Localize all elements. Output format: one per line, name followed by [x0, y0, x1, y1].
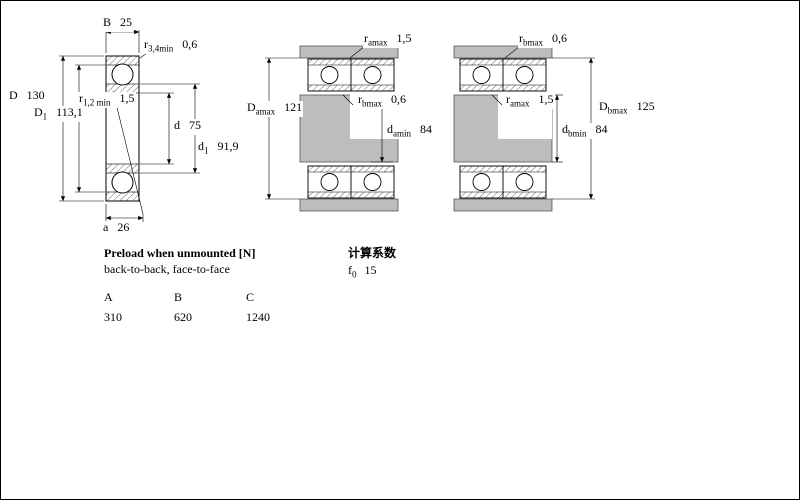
dim-symbol: d — [174, 118, 180, 132]
dim-subscript: amax — [368, 37, 388, 48]
dim-rbmax-top-label: rbmax 0,6 — [518, 31, 568, 48]
dim-subscript: bmax — [362, 98, 382, 109]
preload-title: Preload when unmounted [N] — [104, 246, 256, 260]
dim-ramax-label: ramax 1,5 — [363, 31, 413, 48]
dim-value: 84 — [595, 122, 608, 136]
dim-subscript: 1 — [204, 145, 209, 156]
dim-B-label: B 25 — [102, 15, 134, 32]
dim-d-label: d 75 — [173, 118, 202, 135]
dim-r34-label: r3,4min 0,6 — [143, 37, 199, 54]
dim-symbol: d — [387, 122, 393, 136]
dim-ramax-mid-label: ramax 1,5 — [505, 92, 555, 109]
dim-symbol: D — [34, 105, 43, 119]
calc-f0-label: f0 15 — [348, 263, 377, 280]
dim-D-label: D 130 — [8, 88, 46, 105]
dim-rbmax-mid-label: rbmax 0,6 — [357, 92, 407, 109]
dim-value: 26 — [117, 220, 130, 234]
preload-value-C: 1240 — [246, 310, 270, 324]
dim-symbol: d — [562, 122, 568, 136]
dim-value: 1,5 — [119, 91, 135, 105]
preload-table-value-row: 310 620 1240 — [104, 310, 336, 325]
dim-symbol: r — [144, 37, 148, 51]
preload-col-header-C: C — [246, 290, 255, 304]
dim-r12-label: r1,2 min 1,5 — [78, 91, 136, 108]
dim-value: 84 — [420, 122, 432, 136]
middle-arrangement-drawing — [265, 45, 399, 212]
dim-subscript: amax — [510, 98, 530, 109]
dim-symbol: B — [103, 15, 112, 29]
dim-d1-label: d1 91,9 — [197, 139, 240, 156]
preload-value-B: 620 — [174, 310, 192, 324]
dim-subscript: bmax — [523, 37, 543, 48]
dim-subscript: amin — [393, 128, 411, 139]
dim-value: 1,5 — [538, 92, 554, 106]
dim-Damax-label: Damax 121 — [246, 100, 304, 117]
dim-subscript: 0 — [352, 269, 357, 280]
dim-symbol: r — [364, 31, 368, 45]
dim-value: 0,6 — [391, 92, 406, 106]
dim-subscript: bmax — [607, 105, 628, 116]
dim-value: 91,9 — [217, 139, 239, 153]
preload-subtitle: back-to-back, face-to-face — [104, 262, 230, 276]
dim-a-label: a 26 — [102, 220, 131, 237]
preload-table-header-row: A B C — [104, 290, 336, 305]
dim-Dbmax-label: Dbmax 125 — [598, 99, 656, 116]
dim-value: 121 — [284, 100, 303, 114]
preload-col-header-B: B — [174, 290, 183, 304]
preload-col-header-A: A — [104, 290, 113, 304]
dim-damin-label: damin 84 — [386, 122, 433, 139]
dim-value: 25 — [120, 15, 133, 29]
calc-factors-title: 计算系数 — [348, 246, 397, 260]
dim-symbol: r — [79, 91, 83, 105]
preload-value-A: 310 — [104, 310, 122, 324]
dim-subscript: 1 — [42, 111, 48, 122]
dim-dbmin-label: dbmin 84 — [561, 122, 609, 139]
dim-symbol: r — [519, 31, 523, 45]
dim-value: 125 — [636, 99, 655, 113]
dim-value: 0,6 — [552, 31, 567, 45]
dim-symbol: D — [599, 99, 608, 113]
dim-subscript: 3,4min — [148, 43, 174, 54]
dim-subscript: amax — [255, 106, 276, 117]
dim-value: 0,6 — [182, 37, 198, 51]
dim-D1-label: D1 113,1 — [33, 105, 84, 122]
dim-symbol: r — [506, 92, 510, 106]
dim-symbol: d — [198, 139, 204, 153]
dim-symbol: D — [9, 88, 18, 102]
dim-value: 113,1 — [56, 105, 83, 119]
dim-value: 1,5 — [396, 31, 412, 45]
dim-value: 15 — [364, 263, 377, 277]
left-bearing-drawing — [59, 29, 200, 222]
preload-table: A B C 310 620 1240 — [104, 290, 336, 325]
dim-symbol: f — [348, 263, 352, 277]
dim-symbol: D — [247, 100, 256, 114]
dim-value: 130 — [26, 88, 45, 102]
dim-symbol: r — [358, 92, 362, 106]
dim-subscript: bmin — [568, 128, 587, 139]
dim-symbol: a — [103, 220, 109, 234]
dim-subscript: 1,2 min — [83, 97, 111, 108]
dim-value: 75 — [189, 118, 201, 132]
